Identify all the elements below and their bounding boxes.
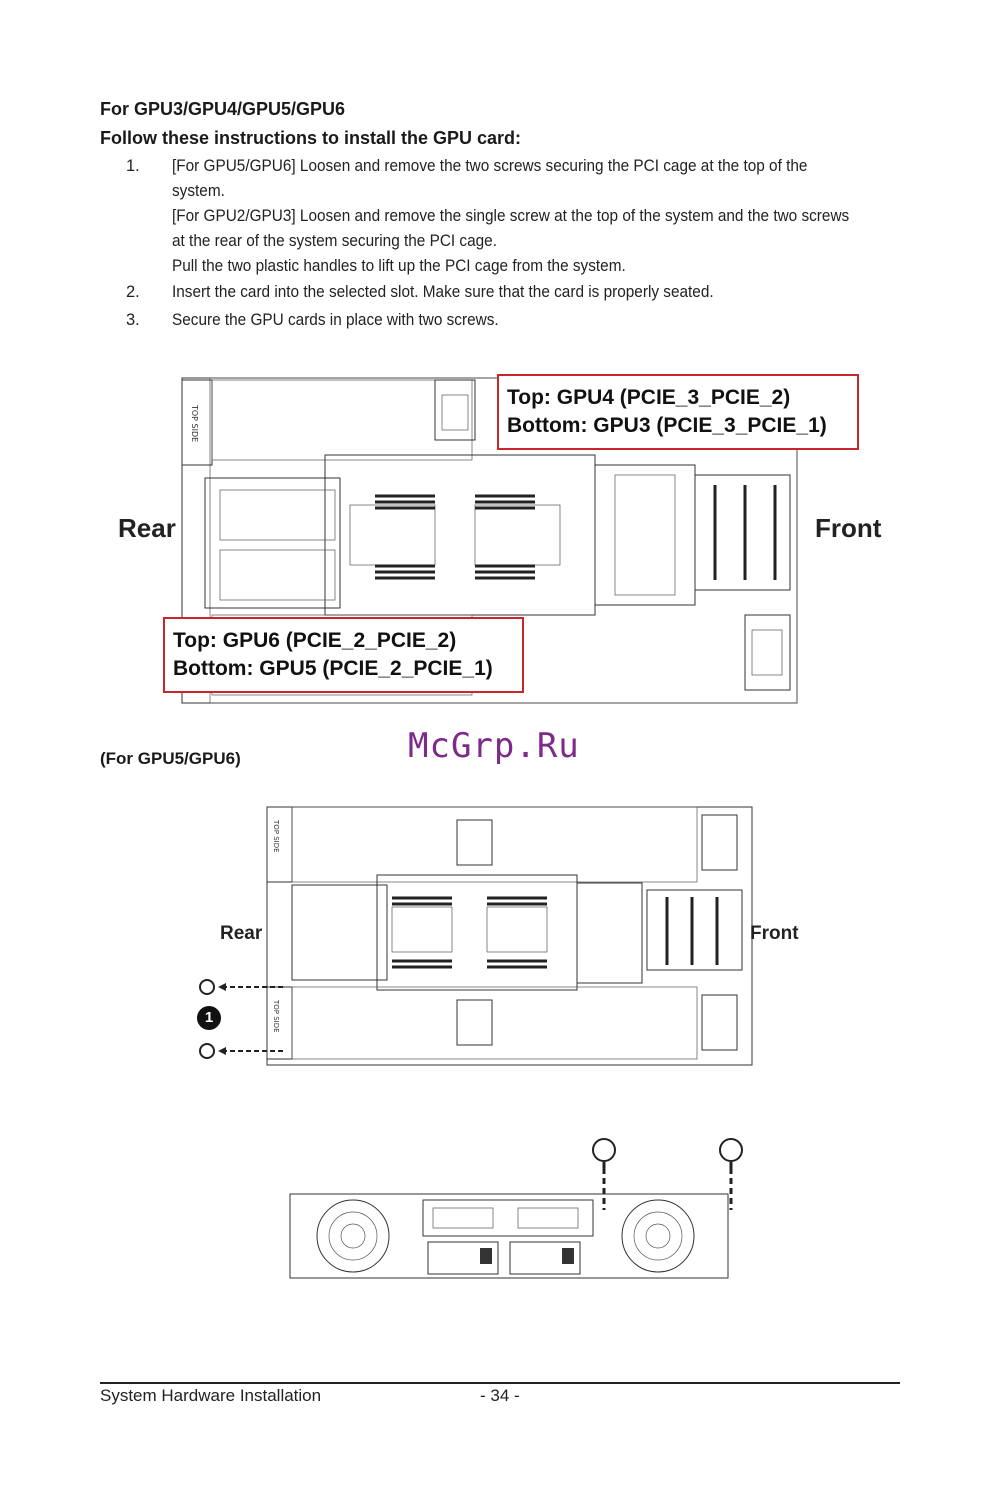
front-label: Front (815, 513, 882, 543)
step-3-text: Secure the GPU cards in place with two s… (172, 308, 499, 333)
chassis-top-view-diagram-2: TOP SIDE TOP SIDE (199, 806, 753, 1066)
page-number: - 34 - (480, 1386, 520, 1405)
footer-section-name: System Hardware Installation (100, 1386, 322, 1405)
top-side-label: TOP SIDE (272, 999, 280, 1033)
rear-panel-diagram (289, 1138, 743, 1279)
gpu5-gpu6-heading: (For GPU5/GPU6) (100, 749, 241, 768)
watermark: McGrp.Ru (408, 726, 580, 766)
callout-line: Bottom: GPU5 (PCIE_2_PCIE_1) (173, 657, 493, 680)
step-line: Secure the GPU cards in place with two s… (172, 311, 499, 329)
step-line: Insert the card into the selected slot. … (172, 283, 714, 301)
rear-label-2: Rear (220, 923, 263, 944)
callout-gpu4-gpu3: Top: GPU4 (PCIE_3_PCIE_2) Bottom: GPU3 (… (497, 374, 859, 450)
instructions-heading: Follow these instructions to install the… (100, 128, 522, 148)
step-1-text: [For GPU5/GPU6] Loosen and remove the tw… (172, 154, 849, 279)
step-2-text: Insert the card into the selected slot. … (172, 280, 714, 305)
step-line: [For GPU5/GPU6] Loosen and remove the tw… (172, 157, 808, 175)
screw-icon (592, 1138, 616, 1174)
callout-line: Bottom: GPU3 (PCIE_3_PCIE_1) (507, 414, 827, 437)
callout-gpu6-gpu5: Top: GPU6 (PCIE_2_PCIE_2) Bottom: GPU5 (… (163, 617, 524, 693)
screw-icon (719, 1138, 743, 1174)
front-label-2: Front (750, 923, 799, 944)
rear-label: Rear (118, 513, 176, 543)
step-number: 1. (126, 157, 140, 175)
step-line: system. (172, 182, 225, 200)
screw-icon (199, 979, 215, 995)
screw-icon (199, 1043, 215, 1059)
step-marker-badge: 1 (197, 1006, 221, 1030)
step-line: [For GPU2/GPU3] Loosen and remove the si… (172, 207, 850, 225)
top-side-label: TOP SIDE (272, 819, 280, 853)
chassis-top-view-diagram: TOP SIDE (181, 377, 798, 704)
step-line: Pull the two plastic handles to lift up … (172, 257, 626, 275)
step-line: at the rear of the system securing the P… (172, 232, 497, 250)
footer-rule (100, 1382, 900, 1384)
step-number: 3. (126, 311, 140, 329)
callout-line: Top: GPU6 (PCIE_2_PCIE_2) (173, 629, 457, 652)
section-title: For GPU3/GPU4/GPU5/GPU6 (100, 99, 346, 119)
step-number: 2. (126, 283, 140, 301)
callout-line: Top: GPU4 (PCIE_3_PCIE_2) (507, 386, 791, 409)
top-side-label: TOP SIDE (190, 404, 199, 442)
